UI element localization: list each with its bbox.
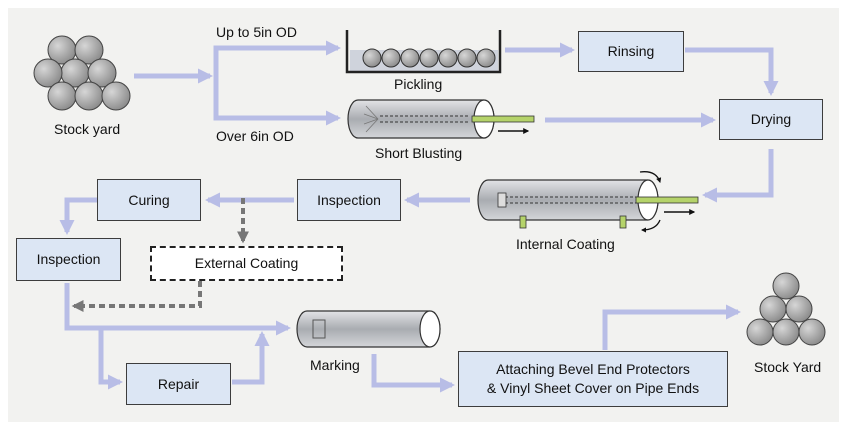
arrow-drying-coating xyxy=(702,149,774,203)
external-coating-box: External Coating xyxy=(150,246,343,281)
arrow-repair-return xyxy=(232,331,270,385)
curing-box: Curing xyxy=(97,179,201,221)
pickling-tank xyxy=(345,30,502,74)
arrow-split-down xyxy=(213,76,341,126)
external-coating-arrows xyxy=(71,198,249,312)
up-to-5in-label: Up to 5in OD xyxy=(216,24,297,40)
drying-box: Drying xyxy=(719,99,823,140)
rinsing-box: Rinsing xyxy=(578,31,684,72)
arrow-split-up xyxy=(213,40,341,76)
arrow-protectors-stockyard xyxy=(602,304,741,350)
short-blasting-pipe xyxy=(347,99,535,139)
stock-yard-out-pipes xyxy=(746,272,826,346)
internal-coating-label: Internal Coating xyxy=(516,236,615,252)
inspection-1-box: Inspection xyxy=(297,179,401,221)
protectors-line-1: Attaching Bevel End Protectors xyxy=(496,361,690,377)
inspection-2-box: Inspection xyxy=(16,238,121,281)
marking-pipe xyxy=(296,310,441,348)
internal-coating-pipe xyxy=(477,171,699,233)
flow-arrows xyxy=(59,40,779,393)
arrow-inspection-marking xyxy=(64,283,291,336)
stock-yard-out-label: Stock Yard xyxy=(754,359,822,375)
stock-yard-in-pipes xyxy=(33,35,131,111)
arrow-external-inspection xyxy=(71,281,202,312)
repair-box: Repair xyxy=(126,363,231,405)
marking-label: Marking xyxy=(310,357,360,373)
arrow-branch-repair xyxy=(98,328,123,390)
pickling-label: Pickling xyxy=(394,76,443,92)
over-6in-label: Over 6in OD xyxy=(216,128,294,144)
arrow-curing-inspection xyxy=(59,197,97,235)
protectors-line-2: & Vinyl Sheet Cover on Pipe Ends xyxy=(486,380,700,396)
short-blusting-label: Short Blusting xyxy=(375,145,463,161)
stock-yard-in-label: Stock yard xyxy=(54,121,121,137)
arrow-rinsing-drying xyxy=(685,47,779,96)
arrow-marking-protectors xyxy=(371,354,455,393)
bevel-protectors-box: Attaching Bevel End Protectors & Vinyl S… xyxy=(458,351,728,407)
